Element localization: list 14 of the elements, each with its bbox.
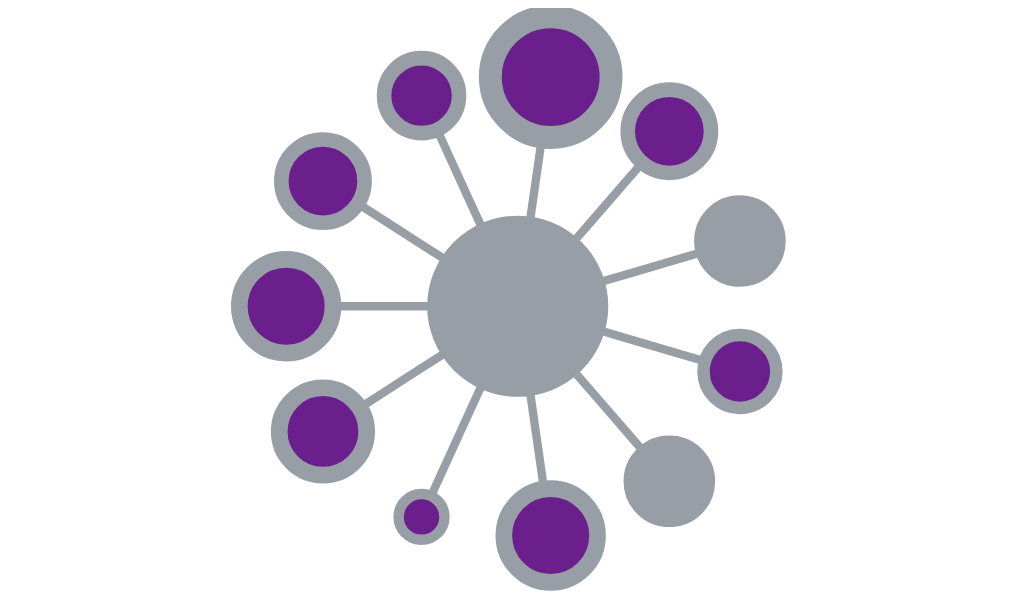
node-circle xyxy=(478,8,623,149)
node-circle xyxy=(376,50,467,141)
node-circle xyxy=(270,379,375,484)
connector xyxy=(573,371,643,450)
node-circle xyxy=(231,251,342,362)
node-circle xyxy=(697,328,783,415)
node-circle xyxy=(495,480,606,591)
node-circle xyxy=(427,215,609,397)
connector xyxy=(602,249,698,286)
node-circle xyxy=(274,132,372,230)
node-circle xyxy=(620,82,719,181)
node-circle xyxy=(393,488,450,545)
node-circle xyxy=(623,435,716,528)
node-circle xyxy=(694,195,786,287)
